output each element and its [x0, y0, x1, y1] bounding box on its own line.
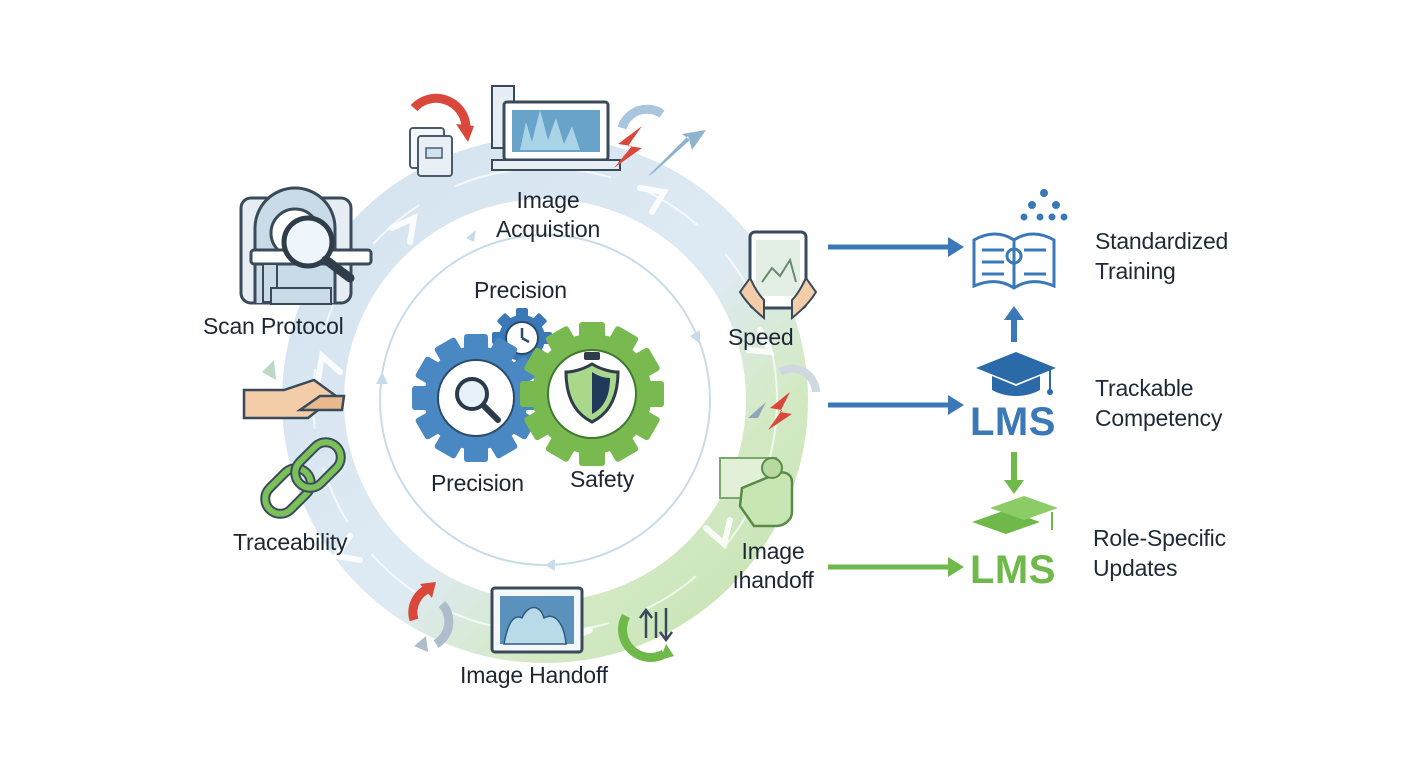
inner-cycle-arrows: [376, 230, 700, 571]
chain-link-icon: [260, 437, 346, 519]
monitor-icon: [491, 85, 621, 171]
label-safety: Safety: [570, 466, 635, 492]
hand-gesture-icon: [719, 457, 794, 528]
label-standardized-training: Standardized Training: [1095, 228, 1229, 284]
lms-badge-blue: LMS: [970, 400, 1056, 444]
image-frame-icon: [490, 586, 584, 654]
book-icon: [972, 232, 1056, 290]
graduation-cap-icon: [976, 352, 1056, 396]
org-chart-icon: [1020, 189, 1068, 221]
connector-arrows: [828, 237, 1024, 577]
handshake-icon: [242, 360, 346, 420]
shield-icon: [564, 352, 620, 424]
refresh-arrow-icon: [410, 93, 474, 142]
bolt-arrow-icon: [614, 104, 706, 176]
graduation-cap-green-icon: [972, 496, 1058, 534]
magnifier-icon: [281, 215, 355, 283]
label-image-acquisition: Image Acquistion: [495, 187, 601, 242]
refresh-red-icon: [408, 582, 454, 652]
label-role-specific-updates: Role-Specific Updates: [1093, 525, 1226, 581]
document-icon: [409, 127, 453, 177]
stopwatch-icon: [520, 328, 530, 344]
sync-arrow-icon: [748, 364, 820, 430]
label-image-handoff-bottom: Image Handoff: [460, 662, 608, 688]
label-trackable-competency: Trackable Competency: [1095, 375, 1223, 431]
label-traceability: Traceability: [233, 529, 348, 555]
gear-icon: [412, 308, 664, 466]
label-image-handoff-right: Image ıhandoff: [732, 538, 814, 593]
label-precision-top: Precision: [474, 277, 567, 303]
refresh-green-icon: [618, 607, 674, 662]
label-precision: Precision: [431, 470, 524, 496]
label-scan-protocol: Scan Protocol: [203, 313, 344, 339]
tablet-hands-icon: [738, 230, 818, 321]
lms-badge-green: LMS: [970, 548, 1056, 592]
label-speed: Speed: [728, 324, 794, 350]
